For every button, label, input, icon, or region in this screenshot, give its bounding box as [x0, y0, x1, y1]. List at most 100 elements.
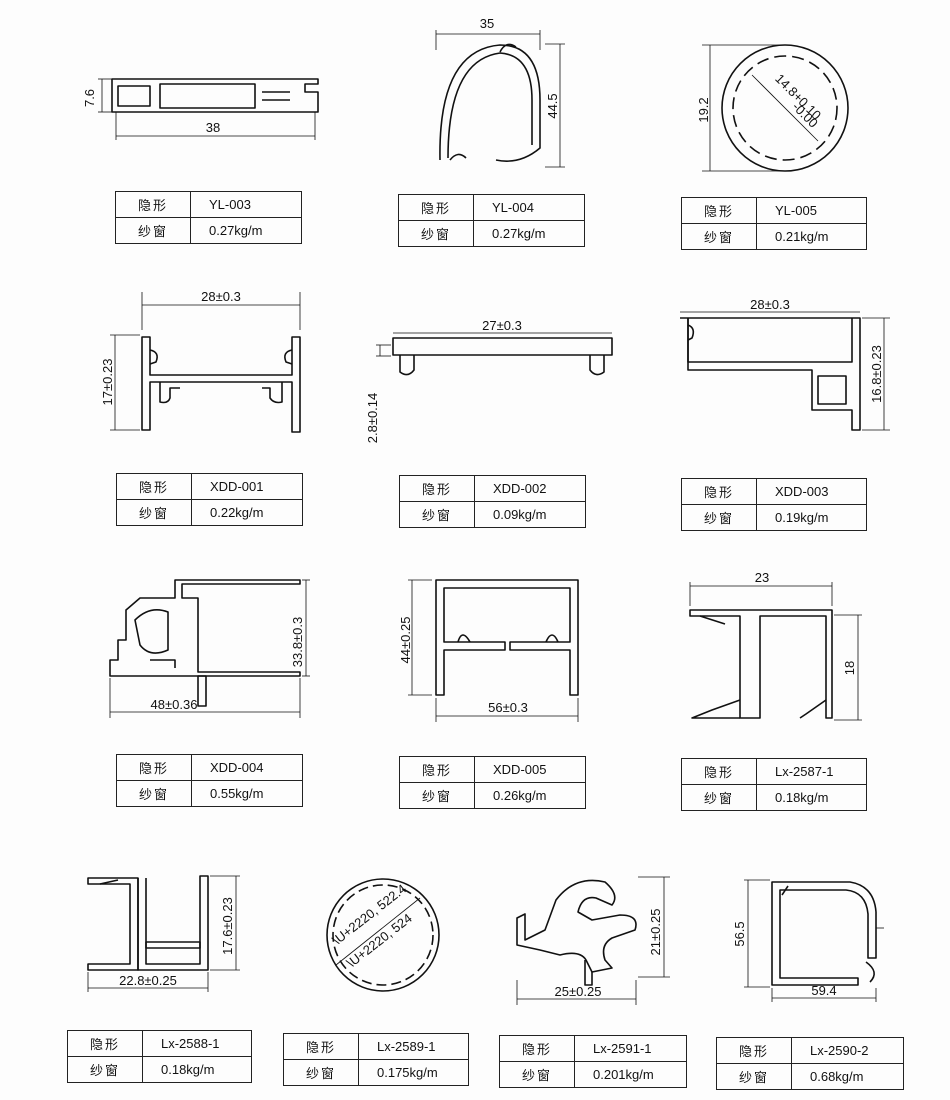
xdd-004-dim-1: 33.8±0.3 [290, 617, 305, 668]
lx-2588-1-dim-2: 22.8±0.25 [119, 973, 177, 988]
profile-weight: 0.18kg/m [142, 1056, 252, 1083]
profile-code: Lx-2591-1 [574, 1035, 687, 1062]
yl-004-dim-2: 44.5 [545, 93, 560, 118]
label-type: 隐形 [116, 754, 192, 781]
xdd-004-dim-2: 48±0.36 [151, 697, 198, 712]
profile-yl-003-drawing: 7.6 38 [82, 78, 319, 140]
profile-xdd-002-drawing: 27±0.3 2.8±0.14 [365, 318, 613, 444]
label-usage: 纱窗 [67, 1056, 143, 1083]
profile-lx-2587-1-drawing: 23 18 [689, 570, 862, 721]
yl-004-dim-1: 35 [480, 16, 494, 31]
profile-code: Lx-2590-2 [791, 1037, 904, 1064]
label-type: 隐形 [681, 197, 757, 224]
xdd-002-dim-2: 2.8±0.14 [365, 393, 380, 444]
lx-2590-2-dim-1: 56.5 [732, 921, 747, 946]
profile-weight: 0.09kg/m [474, 501, 586, 528]
label-usage: 纱窗 [399, 501, 475, 528]
lx-2587-1-dim-2: 18 [842, 661, 857, 675]
profile-weight: 0.26kg/m [474, 782, 586, 809]
label-usage: 纱窗 [116, 780, 192, 807]
label-usage: 纱窗 [499, 1061, 575, 1088]
label-type: 隐形 [681, 478, 757, 505]
label-usage: 纱窗 [399, 782, 475, 809]
profile-lx-2588-1-drawing: 17.6±0.23 22.8±0.25 [87, 875, 240, 992]
profile-xdd-003-drawing: 28±0.3 16.8±0.23 [680, 297, 890, 431]
lx-2588-1-dim-1: 17.6±0.23 [220, 897, 235, 955]
profile-code: Lx-2588-1 [142, 1030, 252, 1057]
profile-lx-2591-1-drawing: 21±0.25 25±0.25 [516, 876, 670, 1005]
profile-code: XDD-003 [756, 478, 867, 505]
label-usage: 纱窗 [716, 1063, 792, 1090]
lx-2590-2-dim-2: 59.4 [811, 983, 836, 998]
label-usage: 纱窗 [115, 217, 191, 244]
xdd-003-dim-2: 16.8±0.23 [869, 345, 884, 403]
profile-lx-2589-1-drawing: \U+2220, 522.4 \U+2220, 524 [326, 878, 440, 992]
profile-weight: 0.175kg/m [358, 1059, 469, 1086]
label-usage: 纱窗 [283, 1059, 359, 1086]
profile-weight: 0.68kg/m [791, 1063, 904, 1090]
xdd-003-dim-1: 28±0.3 [750, 297, 790, 312]
profile-xdd-001-drawing: 28±0.3 17±0.23 [100, 289, 301, 433]
profile-code: Lx-2587-1 [756, 758, 867, 785]
label-type: 隐形 [399, 756, 475, 783]
lx-2587-1-dim-1: 23 [755, 570, 769, 585]
profile-code: YL-004 [473, 194, 585, 221]
yl-003-dim-2: 38 [206, 120, 220, 135]
profile-yl-005-drawing: 19.2 14.8+0.10 -0.00 [696, 44, 849, 172]
yl-003-dim-1: 7.6 [82, 89, 97, 107]
profile-code: XDD-005 [474, 756, 586, 783]
profile-weight: 0.27kg/m [473, 220, 585, 247]
profile-weight: 0.22kg/m [191, 499, 303, 526]
label-type: 隐形 [67, 1030, 143, 1057]
label-type: 隐形 [116, 473, 192, 500]
xdd-005-dim-1: 44±0.25 [398, 617, 413, 664]
label-usage: 纱窗 [681, 504, 757, 531]
xdd-005-dim-2: 56±0.3 [488, 700, 528, 715]
label-type: 隐形 [398, 194, 474, 221]
xdd-001-dim-1: 28±0.3 [201, 289, 241, 304]
label-type: 隐形 [716, 1037, 792, 1064]
lx-2591-1-dim-2: 25±0.25 [555, 984, 602, 999]
label-usage: 纱窗 [116, 499, 192, 526]
label-type: 隐形 [283, 1033, 359, 1060]
profile-xdd-004-drawing: 33.8±0.3 48±0.36 [109, 579, 310, 718]
label-type: 隐形 [681, 758, 757, 785]
profile-weight: 0.201kg/m [574, 1061, 687, 1088]
profile-weight: 0.27kg/m [190, 217, 302, 244]
profile-code: YL-005 [756, 197, 867, 224]
profile-yl-004-drawing: 35 44.5 [435, 16, 565, 168]
label-type: 隐形 [499, 1035, 575, 1062]
profile-weight: 0.21kg/m [756, 223, 867, 250]
profile-xdd-005-drawing: 44±0.25 56±0.3 [398, 579, 579, 722]
profile-weight: 0.19kg/m [756, 504, 867, 531]
label-usage: 纱窗 [398, 220, 474, 247]
xdd-001-dim-2: 17±0.23 [100, 359, 115, 406]
label-usage: 纱窗 [681, 784, 757, 811]
profile-code: Lx-2589-1 [358, 1033, 469, 1060]
yl-005-dim-1: 19.2 [696, 97, 711, 122]
profile-weight: 0.55kg/m [191, 780, 303, 807]
profile-weight: 0.18kg/m [756, 784, 867, 811]
xdd-002-dim-1: 27±0.3 [482, 318, 522, 333]
profile-code: XDD-001 [191, 473, 303, 500]
profile-code: XDD-004 [191, 754, 303, 781]
profile-code: YL-003 [190, 191, 302, 218]
label-type: 隐形 [399, 475, 475, 502]
profile-code: XDD-002 [474, 475, 586, 502]
profile-lx-2590-2-drawing: 56.5 59.4 [732, 879, 884, 1002]
lx-2591-1-dim-1: 21±0.25 [648, 909, 663, 956]
